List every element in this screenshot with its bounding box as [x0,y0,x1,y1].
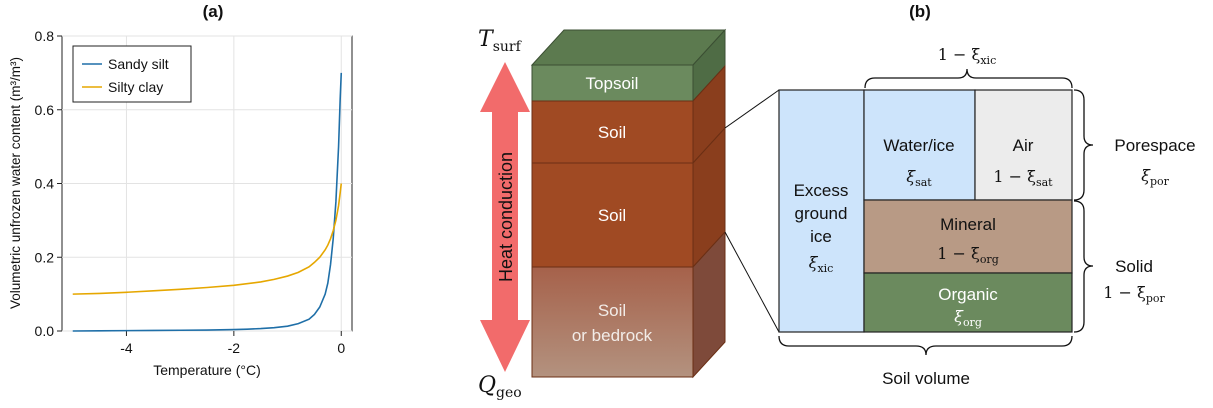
y-tick-label: 0.6 [35,102,55,118]
y-tick-label: 0.4 [35,176,55,192]
legend: Sandy silt Silty clay [72,45,192,103]
layer-topsoil-label: Topsoil [586,74,639,93]
legend-label-0: Sandy silt [108,56,169,72]
air-cell [974,89,1073,201]
layer-soil-2 [531,162,694,268]
organic-math: ξorg [954,307,982,329]
water-ice-math: ξsat [906,167,932,189]
panel-a-chart: -4 -2 0 0.0 0.2 0.4 0.6 0.8 Temperature (°C) V… [8,28,353,378]
connector-line-top [724,89,780,129]
panel-a-label: (a) [203,2,224,21]
x-tick-label: -4 [120,340,133,356]
grid-horizontal [62,35,352,332]
block-top-face [530,29,727,66]
connector-line-bottom [724,231,780,333]
layer-soil-1-label: Soil [598,123,626,142]
series-line-1 [72,183,343,295]
series-lines [72,72,343,332]
porespace-brace [1073,89,1094,201]
layer-bedrock-label-1: Soil [598,301,626,320]
mineral-cell [863,199,1073,274]
mineral-label: Mineral [940,215,996,234]
water-ice-label: Water/ice [883,136,954,155]
organic-label: Organic [938,285,998,304]
solid-label: Solid [1115,257,1153,276]
excess-ice-math: ξxic [809,253,834,275]
top-brace [864,68,1073,89]
layer-soil-2-label: Soil [598,206,626,225]
bottom-boundary-label: Qgeo [478,373,522,401]
excess-ice-label-3: ice [810,227,832,246]
excess-ice-label-1: Excess [794,181,849,200]
layer-soil-1 [531,100,694,164]
x-tick-label: -2 [228,340,241,356]
air-math: 1 − ξsat [993,167,1053,189]
layer-topsoil [531,64,694,102]
organic-cell [863,272,1073,333]
layer-bedrock [531,266,694,378]
x-ticks: -4 -2 0 [120,331,345,356]
soil-volume-composition: 1 − ξxic Excess ground ice ξxic Water/ic… [778,45,1196,388]
legend-label-1: Silty clay [108,79,163,95]
x-axis-label: Temperature (°C) [153,362,261,378]
porespace-label: Porespace [1114,136,1195,155]
legend-box [72,45,192,103]
y-axis-label: Volumetric unfrozen water content (m³/m³… [8,57,23,309]
soil-volume-label: Soil volume [882,369,970,388]
soil-column-diagram: Tsurf Qgeo Topsoil Soil Soil Soil or bed… [478,27,780,401]
y-tick-label: 0.0 [35,323,55,339]
porespace-math: ξpor [1141,166,1169,188]
air-label: Air [1013,136,1034,155]
top-brace-label: 1 − ξxic [938,45,996,67]
layer-bedrock-label-2: or bedrock [572,326,653,345]
soil-volume-brace [778,335,1073,356]
solid-brace [1073,200,1094,333]
top-boundary-label: Tsurf [478,27,523,55]
x-tick-label: 0 [337,340,345,356]
y-tick-label: 0.2 [35,249,55,265]
panel-b-label: (b) [909,2,931,21]
heat-conduction-label: Heat conduction [496,152,516,282]
mineral-math: 1 − ξorg [937,244,999,266]
heat-conduction-arrow [480,62,530,372]
excess-ice-label-2: ground [795,204,848,223]
y-tick-label: 0.8 [35,28,55,44]
y-ticks: 0.0 0.2 0.4 0.6 0.8 [35,28,62,339]
water-ice-cell [863,89,976,201]
solid-math: 1 − ξpor [1103,283,1165,305]
